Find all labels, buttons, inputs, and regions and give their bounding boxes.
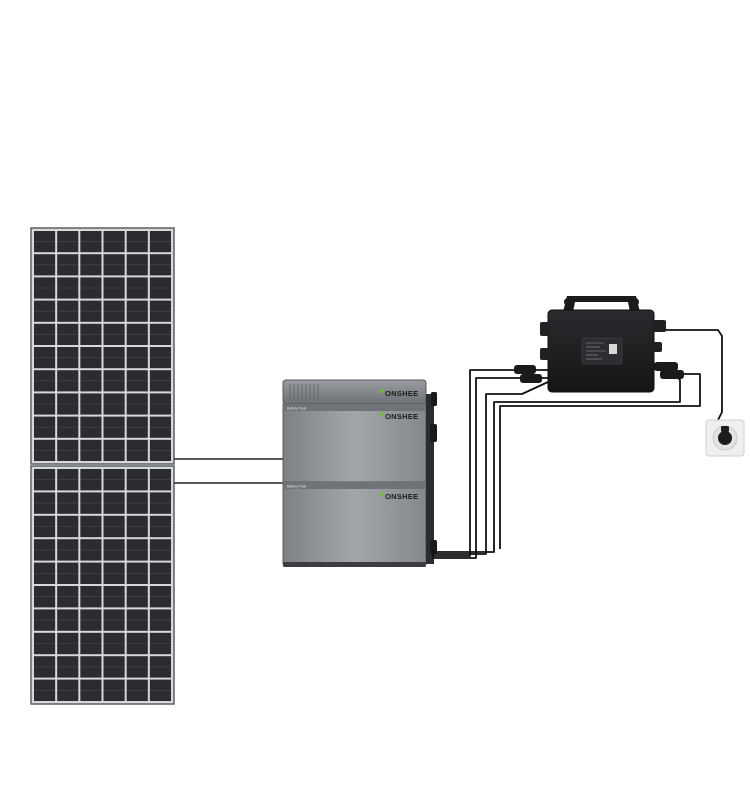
brand-logo: ONSHEE (378, 388, 418, 398)
solar-panel-top (30, 227, 175, 465)
module-label: Battery Pack (287, 485, 307, 489)
battery-module-2: Battery Pack ONSHEE (282, 481, 427, 565)
panel-battery-cables (174, 458, 285, 484)
micro-inverter (540, 296, 666, 393)
module-label: Battery Pack (287, 407, 307, 411)
battery-stack: ONSHEE Battery Pack ONSHEE Battery Pack … (282, 379, 437, 567)
cable-connectors (514, 362, 684, 383)
module-brand: ONSHEE (385, 412, 418, 421)
svg-text:ONSHEE: ONSHEE (385, 389, 418, 398)
inverter-cables (432, 367, 681, 559)
battery-module-1: Battery Pack ONSHEE (282, 403, 427, 483)
module-brand: ONSHEE (385, 492, 418, 501)
solar-panel-bottom (30, 465, 175, 705)
wall-socket (705, 419, 745, 457)
